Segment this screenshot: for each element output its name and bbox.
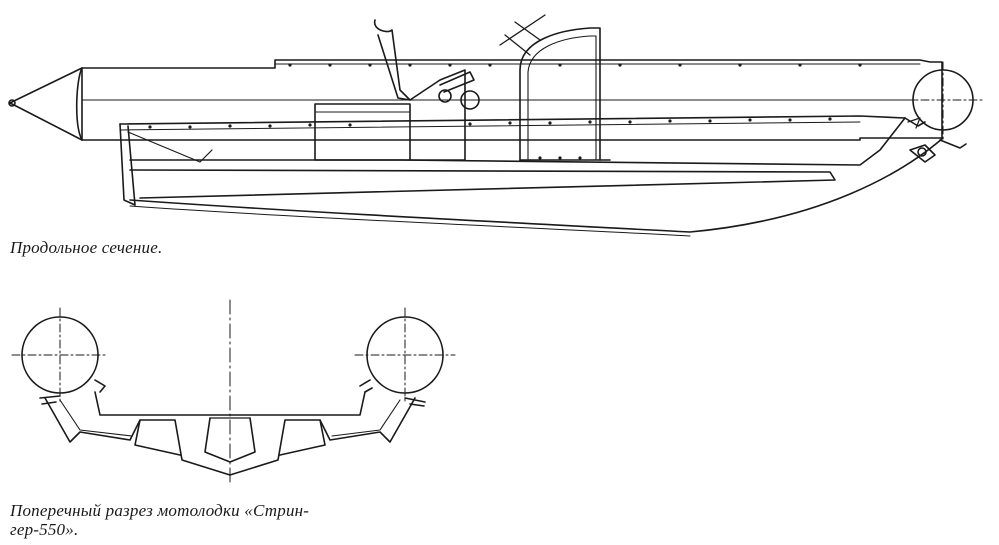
helm-frame-inner	[527, 35, 597, 161]
cross-strake-left	[134, 417, 231, 463]
cross-hull-inner	[59, 399, 401, 437]
transom	[119, 123, 136, 206]
transverse-section	[11, 299, 456, 483]
gunwale-line	[119, 115, 906, 125]
transverse-caption-line1: Поперечный разрез мотолодки «Стрин-	[10, 501, 310, 520]
hull-keel-line	[129, 169, 836, 199]
gunwale-rivets	[148, 117, 832, 129]
transom-brace	[127, 131, 213, 163]
tube-nose-cone	[9, 67, 83, 141]
gunwale-inner	[119, 121, 861, 131]
longitudinal-section	[8, 14, 986, 237]
tube-rivets-top	[288, 63, 862, 67]
transverse-caption-line2: гер-550».	[10, 520, 79, 539]
helm-base-bolts	[538, 156, 582, 160]
hull-upper-chine	[129, 117, 906, 166]
transverse-caption: Поперечный разрез мотолодки «Стрин- гер-…	[10, 501, 410, 539]
cross-deck	[94, 391, 366, 416]
cross-fasteners	[39, 379, 426, 407]
seat-post	[409, 69, 466, 161]
stern-fittings	[904, 117, 967, 163]
cross-strake-right	[229, 417, 326, 463]
steering-hub	[438, 89, 452, 103]
helm-frame	[519, 27, 601, 161]
hull-bottom	[129, 137, 944, 233]
seat-backrest	[373, 19, 411, 101]
hull-bottom-inner	[129, 205, 691, 237]
tube-nose-tip	[8, 99, 16, 107]
cross-hull-outer	[44, 397, 416, 476]
steering-wheel	[499, 14, 546, 56]
longitudinal-caption: Продольное сечение.	[10, 238, 163, 257]
control-lever	[439, 71, 475, 93]
throttle-knob	[460, 90, 480, 110]
nose-seam	[75, 67, 83, 141]
